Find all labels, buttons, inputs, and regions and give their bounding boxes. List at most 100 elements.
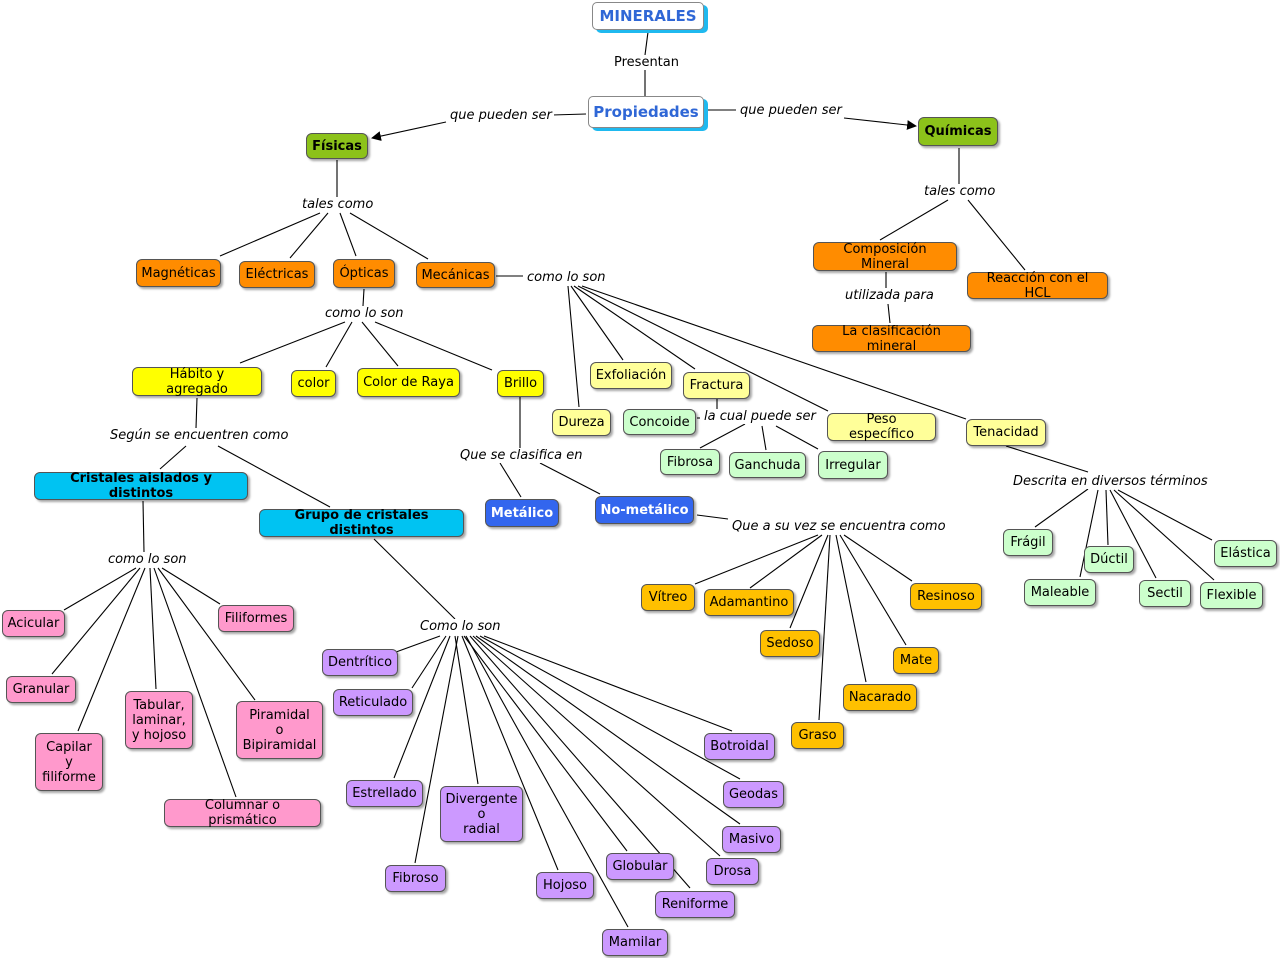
node-reaccion-hcl[interactable]: Reacción con el HCL bbox=[967, 271, 1108, 301]
connector-line bbox=[219, 212, 321, 257]
node-reniforme[interactable]: Reniforme bbox=[655, 891, 735, 918]
node-color[interactable]: color bbox=[291, 370, 336, 397]
connector-line bbox=[1117, 489, 1213, 541]
connector-line bbox=[1113, 489, 1215, 581]
connector-line bbox=[967, 199, 1026, 271]
node-masivo[interactable]: Masivo bbox=[722, 826, 781, 853]
node-elastica[interactable]: Elástica bbox=[1214, 540, 1277, 567]
connector-line bbox=[161, 567, 221, 605]
connector-line bbox=[463, 635, 628, 852]
node-habito-agregado[interactable]: Hábito y agregado bbox=[132, 367, 262, 397]
node-adamantino[interactable]: Adamantino bbox=[704, 589, 794, 616]
connector-line bbox=[159, 445, 187, 470]
node-exfoliacion[interactable]: Exfoliación bbox=[590, 362, 672, 389]
node-magneticas[interactable]: Magnéticas bbox=[136, 259, 221, 287]
label-presentan: Presentan bbox=[612, 55, 681, 70]
node-drosa[interactable]: Drosa bbox=[706, 858, 759, 885]
node-tenacidad[interactable]: Tenacidad bbox=[966, 419, 1046, 446]
connector-line bbox=[461, 635, 559, 871]
node-electricas[interactable]: Eléctricas bbox=[239, 261, 315, 288]
connector-line bbox=[479, 635, 741, 780]
node-minerales[interactable]: MINERALES bbox=[592, 2, 704, 30]
node-quimicas[interactable]: Químicas bbox=[918, 117, 998, 146]
connector-line bbox=[483, 635, 733, 732]
node-tabular[interactable]: Tabular, laminar, y hojoso bbox=[125, 691, 193, 749]
node-ganchuda[interactable]: Ganchuda bbox=[729, 452, 806, 478]
connector-line bbox=[454, 635, 479, 785]
node-mamilar[interactable]: Mamilar bbox=[602, 929, 668, 956]
node-clasificacion-mineral[interactable]: La clasificación mineral bbox=[812, 324, 971, 354]
node-propiedades[interactable]: Propiedades bbox=[588, 96, 704, 128]
node-hojoso[interactable]: Hojoso bbox=[536, 872, 594, 899]
node-geodas[interactable]: Geodas bbox=[723, 781, 784, 808]
node-maleable[interactable]: Maleable bbox=[1024, 579, 1096, 606]
node-sedoso[interactable]: Sedoso bbox=[760, 630, 820, 657]
node-fibrosa[interactable]: Fibrosa bbox=[660, 449, 720, 475]
label-tales-como-quimicas: tales como bbox=[922, 184, 998, 199]
node-graso[interactable]: Graso bbox=[791, 722, 844, 749]
node-globular[interactable]: Globular bbox=[606, 853, 674, 880]
node-fractura[interactable]: Fractura bbox=[683, 372, 750, 399]
node-opticas[interactable]: Ópticas bbox=[333, 259, 395, 288]
connector-line bbox=[195, 397, 198, 429]
node-peso-especifico[interactable]: Peso específico bbox=[827, 412, 936, 442]
connector-line bbox=[835, 534, 867, 683]
node-no-metalico[interactable]: No-metálico bbox=[595, 496, 694, 524]
node-composicion-mineral[interactable]: Composición Mineral bbox=[813, 242, 957, 272]
connector-line bbox=[843, 534, 913, 582]
connector-line bbox=[577, 285, 829, 412]
node-vitreo[interactable]: Vítreo bbox=[641, 584, 695, 611]
connector-line bbox=[581, 285, 967, 420]
connector-line bbox=[573, 285, 696, 370]
connector-line bbox=[789, 534, 829, 629]
label-que-a-su-vez: Que a su vez se encuentra como bbox=[730, 519, 948, 534]
node-color-de-raya[interactable]: Color de Raya bbox=[357, 368, 460, 397]
node-botroidal[interactable]: Botroidal bbox=[704, 733, 775, 760]
connector-line bbox=[1105, 489, 1109, 546]
node-reticulado[interactable]: Reticulado bbox=[333, 689, 413, 716]
node-fibroso[interactable]: Fibroso bbox=[385, 865, 446, 892]
node-cristales-aislados[interactable]: Cristales aislados y distintos bbox=[34, 471, 248, 501]
node-irregular[interactable]: Irregular bbox=[818, 451, 888, 479]
node-piramidal[interactable]: Piramidal o Bipiramidal bbox=[236, 701, 323, 759]
label-como-lo-son-mecanicas: como lo son bbox=[525, 270, 608, 285]
connector-line bbox=[361, 321, 399, 367]
node-fisicas[interactable]: Físicas bbox=[306, 133, 368, 159]
node-granular[interactable]: Granular bbox=[6, 676, 76, 703]
node-estrellado[interactable]: Estrellado bbox=[346, 780, 423, 807]
connector-line bbox=[339, 212, 357, 257]
node-brillo[interactable]: Brillo bbox=[497, 370, 544, 397]
node-grupo-cristales[interactable]: Grupo de cristales distintos bbox=[259, 508, 464, 538]
connector-line bbox=[289, 212, 329, 259]
connector-line bbox=[472, 635, 721, 857]
connector-line bbox=[1005, 445, 1089, 473]
node-dentritico[interactable]: Dentrítico bbox=[322, 649, 398, 676]
node-ductil[interactable]: Dúctil bbox=[1084, 546, 1134, 573]
label-descrita-en-terminos: Descrita en diversos términos bbox=[1011, 474, 1210, 489]
node-filiformes[interactable]: Filiformes bbox=[218, 605, 294, 632]
node-flexible[interactable]: Flexible bbox=[1200, 582, 1263, 609]
node-metalico[interactable]: Metálico bbox=[485, 499, 559, 527]
node-mecanicas[interactable]: Mecánicas bbox=[416, 262, 495, 288]
connector-line bbox=[475, 635, 741, 825]
node-resinoso[interactable]: Resinoso bbox=[910, 583, 982, 610]
connector-line bbox=[371, 121, 447, 141]
connector-line bbox=[239, 321, 346, 364]
node-mate[interactable]: Mate bbox=[893, 647, 939, 674]
node-concoide[interactable]: Concoide bbox=[623, 409, 696, 435]
node-capilar[interactable]: Capilar y filiforme bbox=[35, 733, 103, 791]
node-dureza[interactable]: Dureza bbox=[552, 409, 611, 436]
label-segun-se-encuentren: Según se encuentren como bbox=[108, 428, 291, 443]
connector-line bbox=[551, 113, 587, 116]
node-fragil[interactable]: Frágil bbox=[1003, 529, 1053, 556]
node-columnar[interactable]: Columnar o prismático bbox=[164, 798, 321, 828]
node-nacarado[interactable]: Nacarado bbox=[843, 684, 917, 711]
connector-line bbox=[349, 212, 429, 260]
node-divergente[interactable]: Divergente o radial bbox=[440, 786, 523, 842]
connector-line bbox=[499, 462, 522, 498]
connector-line bbox=[644, 31, 649, 56]
node-acicular[interactable]: Acicular bbox=[2, 610, 65, 637]
connector-line bbox=[818, 534, 831, 721]
node-sectil[interactable]: Sectil bbox=[1139, 580, 1191, 607]
label-tales-como-fisicas: tales como bbox=[300, 197, 376, 212]
